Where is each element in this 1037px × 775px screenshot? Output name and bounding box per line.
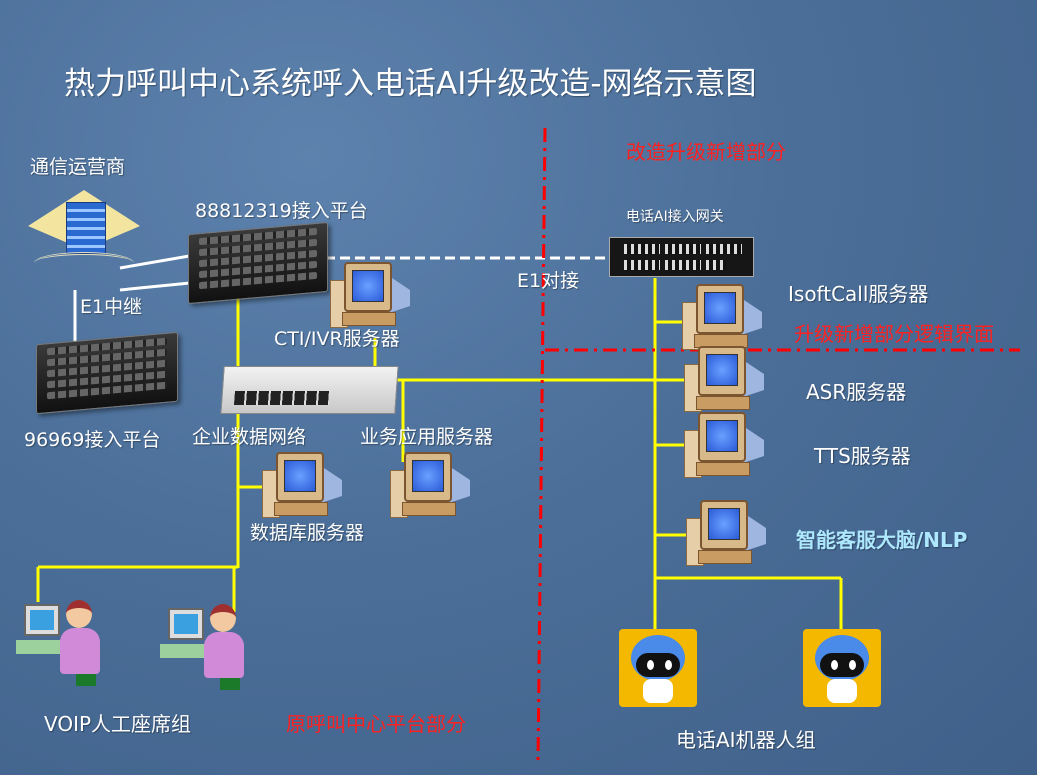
- carrier-label: 通信运营商: [30, 156, 126, 178]
- isoftcall-server-icon: [682, 284, 762, 354]
- nlp-label: 智能客服大脑/NLP: [796, 528, 968, 552]
- enterprise-net-label: 企业数据网络: [192, 426, 307, 448]
- db-server-label: 数据库服务器: [250, 522, 365, 544]
- logic-boundary-label: 升级新增部分逻辑界面: [794, 322, 994, 346]
- platform2-server-icon: [36, 331, 178, 415]
- app-server-label: 业务应用服务器: [360, 426, 494, 448]
- isoftcall-label: IsoftCall服务器: [788, 282, 929, 306]
- e1-dock-label: E1对接: [517, 270, 580, 292]
- cti-label: CTI/IVR服务器: [274, 328, 400, 350]
- db-server-icon: [262, 452, 342, 522]
- platform2-label: 96969接入平台: [24, 429, 161, 451]
- link-carrier-platform1-b: [119, 280, 201, 292]
- network-switch-icon: [220, 366, 399, 414]
- cti-server-icon: [330, 262, 410, 332]
- original-section-label: 原呼叫中心平台部分: [286, 712, 466, 736]
- ai-robot-icon: [803, 629, 881, 707]
- e1-trunk-label: E1中继: [80, 296, 143, 318]
- app-server-icon: [390, 452, 470, 522]
- tts-label: TTS服务器: [814, 444, 911, 468]
- agent-person-icon: [160, 602, 250, 692]
- building-icon: [28, 190, 140, 280]
- ai-gateway-icon: [609, 237, 754, 277]
- section-boundary-vertical: [536, 127, 547, 763]
- platform1-label: 88812319接入平台: [195, 200, 368, 222]
- ai-robot-icon: [619, 629, 697, 707]
- voip-group-label: VOIP人工座席组: [44, 712, 192, 736]
- asr-label: ASR服务器: [806, 380, 907, 404]
- new-section-label: 改造升级新增部分: [626, 140, 786, 164]
- robot-group-label: 电话AI机器人组: [676, 728, 816, 752]
- asr-server-icon: [684, 346, 764, 416]
- gateway-label: 电话AI接入网关: [626, 209, 724, 225]
- agent-person-icon: [16, 598, 106, 688]
- platform1-server-icon: [188, 221, 328, 305]
- link-carrier-platform1: [119, 253, 196, 270]
- page-title: 热力呼叫中心系统呼入电话AI升级改造-网络示意图: [64, 66, 757, 102]
- tts-server-icon: [684, 412, 764, 482]
- nlp-server-icon: [686, 500, 766, 570]
